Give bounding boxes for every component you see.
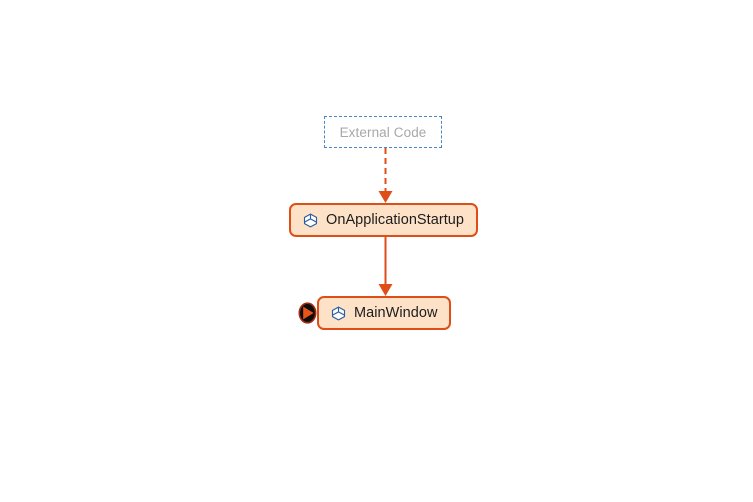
node-mainwindow[interactable]: MainWindow <box>317 296 451 330</box>
node-external-code[interactable]: External Code <box>324 116 442 148</box>
node-onapplicationstartup[interactable]: OnApplicationStartup <box>289 203 478 237</box>
node-external-code-label: External Code <box>339 124 427 140</box>
node-onapplicationstartup-label: OnApplicationStartup <box>326 212 465 228</box>
current-statement-arrow-icon[interactable] <box>298 302 317 324</box>
cube-icon <box>331 306 346 320</box>
edge-external-to-startup <box>378 148 393 203</box>
node-mainwindow-label: MainWindow <box>354 305 438 321</box>
edge-startup-to-mainwindow <box>378 237 393 296</box>
cube-icon <box>303 213 318 227</box>
